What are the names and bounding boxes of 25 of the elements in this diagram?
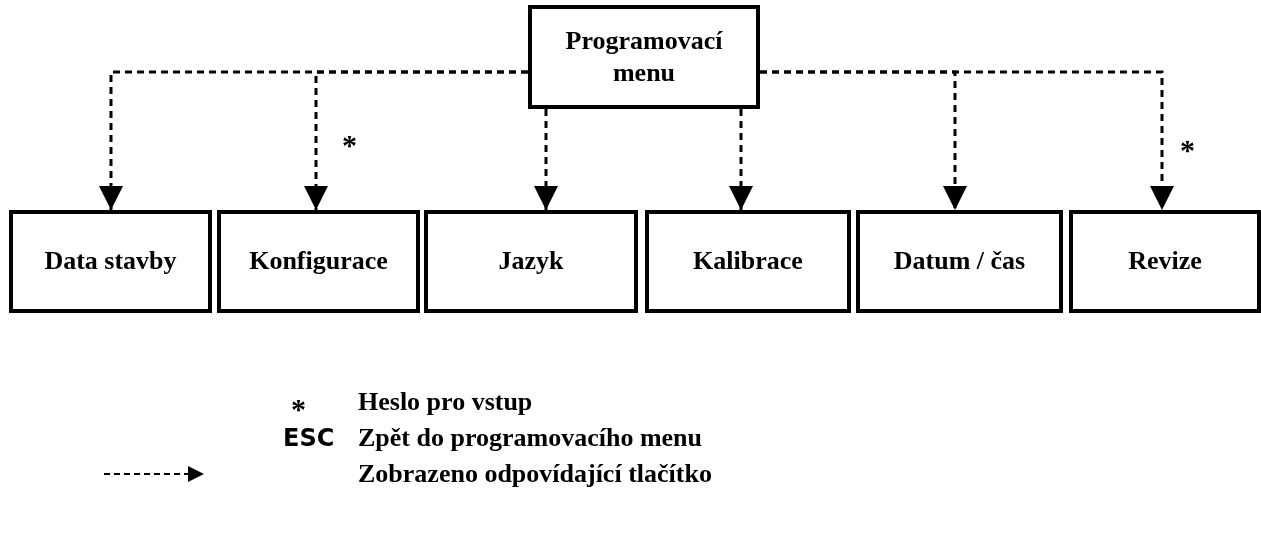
box-label: Konfigurace	[249, 245, 388, 278]
dashed-arrow	[760, 70, 1174, 210]
menu-item-box	[217, 210, 420, 313]
box-label: Data stavby	[44, 245, 177, 278]
box-label: Programovací menu	[564, 24, 724, 89]
dashed-arrow	[729, 109, 753, 210]
legend-text: Zpět do programovacího menu	[358, 423, 703, 453]
box-label: Revize	[1128, 245, 1202, 278]
asterisk-mark: *	[342, 128, 357, 162]
box-label: Datum / čas	[893, 245, 1026, 278]
dashed-arrow	[304, 70, 528, 210]
menu-item-box	[645, 210, 851, 313]
menu-item-box	[1069, 210, 1261, 313]
dashed-arrow	[534, 109, 558, 210]
asterisk-mark: *	[1180, 133, 1195, 167]
legend-text: Zobrazeno odpovídající tlačítko	[358, 459, 712, 489]
menu-item-box	[424, 210, 638, 313]
menu-item-box	[9, 210, 212, 313]
menu-box	[528, 5, 760, 109]
box-label: Jazyk	[498, 245, 564, 278]
asterisk-mark: *	[291, 392, 306, 426]
menu-item-box	[856, 210, 1063, 313]
legend-key: ESC	[283, 424, 335, 452]
box-label: Kalibrace	[693, 245, 803, 278]
legend-text: Heslo pro vstup	[358, 387, 533, 417]
